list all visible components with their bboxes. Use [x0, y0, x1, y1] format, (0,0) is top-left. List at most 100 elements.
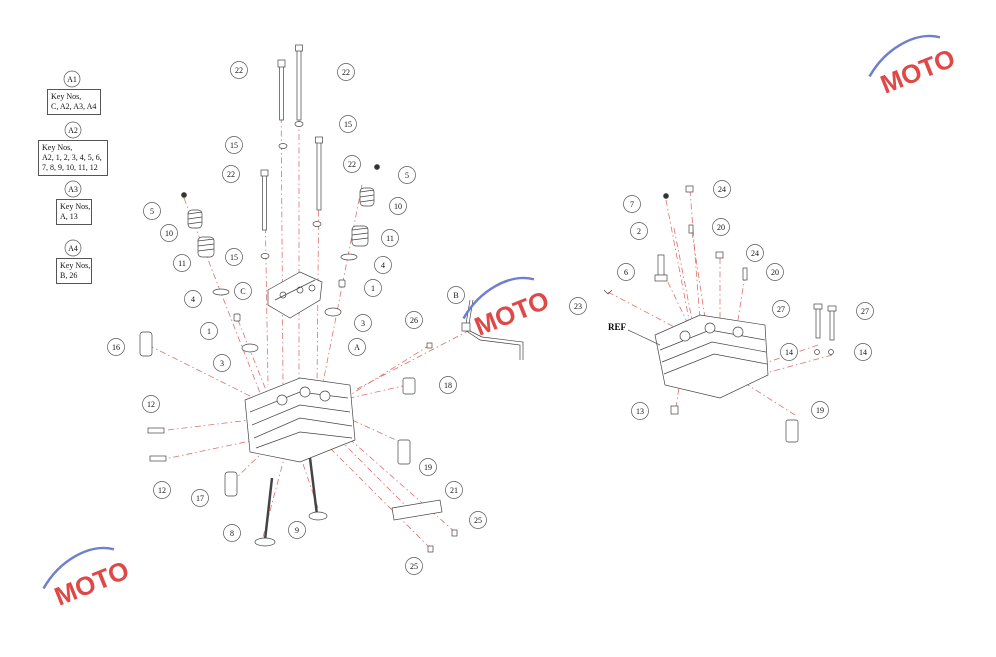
right-callout-circle: [623, 195, 641, 213]
right-callout-label: 19: [816, 406, 824, 415]
watermark-logo: MOTO: [462, 276, 553, 342]
right-callout-circle: [811, 401, 829, 419]
left-callout-circle: [439, 376, 457, 394]
watermark-text: MOTO: [470, 285, 553, 342]
left-callout-circle: [143, 202, 161, 220]
key-group-a3-line: Key Nos,: [60, 202, 91, 211]
ref-leader: [627, 329, 661, 346]
left-callout-circle: [191, 489, 209, 507]
left-callout-circle: [184, 290, 202, 308]
right-assembly-parts: [603, 185, 837, 443]
left-callout-circle: [142, 395, 160, 413]
key-group-a1-id: A1: [67, 75, 77, 84]
left-callout-label: 21: [450, 486, 458, 495]
key-group-a3-circle: A3: [64, 180, 82, 198]
key-group-a3-line: A, 13: [60, 212, 78, 221]
right-callout-label: 27: [861, 307, 869, 316]
valve-part: [308, 457, 328, 521]
left-callout-circle: [213, 354, 231, 372]
left-callout-circle: [173, 254, 191, 272]
left-callout-label: 9: [295, 526, 299, 535]
left-callout-label: A: [354, 343, 360, 352]
left-callout-circle: [200, 322, 218, 340]
left-callout-circle: [339, 115, 357, 133]
ref-label: REF: [608, 322, 627, 332]
key-group-a4-circle: A4: [64, 239, 82, 257]
bolt-part: [813, 303, 823, 339]
right-callout-label: 20: [717, 223, 725, 232]
valve-part: [254, 477, 276, 547]
left-callout-label: 10: [165, 229, 173, 238]
left-callout-label: B: [453, 291, 458, 300]
key-group-a4-line: Key Nos,: [60, 261, 91, 270]
key-group-a2-line: A2, 1, 2, 3, 4, 5, 6,: [42, 153, 102, 162]
left-callout-circle: [398, 166, 416, 184]
left-callout-label: 5: [150, 207, 154, 216]
right-callout-label: 7: [630, 200, 634, 209]
left-callout-circle: [354, 314, 372, 332]
left-callout-label: 22: [227, 170, 235, 179]
left-callout-label: 3: [361, 319, 365, 328]
left-callout-circle: [107, 338, 125, 356]
left-callout-circle: [381, 229, 399, 247]
left-callout-label: 16: [112, 343, 120, 352]
left-callout-circle: [469, 511, 487, 529]
key-group-a2-line: 7, 8, 9, 10, 11, 12: [42, 163, 98, 172]
left-callout-circle: [225, 248, 243, 266]
right-callout-circle: [712, 218, 730, 236]
key-group-a3-box: Key Nos, A, 13: [56, 199, 92, 225]
left-callout-label: 15: [344, 120, 352, 129]
left-callout-label: 8: [230, 529, 234, 538]
cylinder-bolt-part: [295, 44, 303, 121]
valve-spring-part: [359, 187, 375, 207]
left-callout-circle: [348, 338, 366, 356]
key-group-a4-line: B, 26: [60, 271, 78, 280]
left-callout-label: 1: [371, 284, 375, 293]
left-callout-label: 10: [394, 202, 402, 211]
key-group-a2-line: Key Nos,: [42, 143, 73, 152]
right-callout-circle: [617, 263, 635, 281]
cylinder-bolt-part: [260, 169, 269, 231]
right-callout-label: 27: [777, 305, 785, 314]
right-callout-label: 20: [771, 268, 779, 277]
right-callout-circle: [766, 263, 784, 281]
key-group-a1-line: C, A2, A3, A4: [51, 102, 97, 111]
left-callout-circle: [225, 136, 243, 154]
right-callout-label: 2: [637, 227, 641, 236]
watermark-text: MOTO: [876, 43, 959, 100]
left-callout-circle: [405, 557, 423, 575]
left-callout-label: 22: [235, 66, 243, 75]
cylinder-head-part: [244, 377, 356, 463]
left-callout-label: 25: [410, 562, 418, 571]
right-callout-circle: [631, 402, 649, 420]
cylinder-head-ref-part: [654, 314, 769, 399]
key-group-a3-id: A3: [68, 185, 78, 194]
watermark-text: MOTO: [50, 555, 133, 612]
key-group-a2-box: Key Nos, A2, 1, 2, 3, 4, 5, 6, 7, 8, 9, …: [38, 140, 108, 176]
left-callout-circle: [447, 286, 465, 304]
valve-spring-part: [197, 236, 215, 258]
left-callout-circle: [223, 524, 241, 542]
left-callout-circle: [337, 63, 355, 81]
left-callout-circle: [234, 282, 252, 300]
left-callout-label: 25: [474, 516, 482, 525]
valve-spring-part: [351, 225, 369, 247]
left-callout-circle: [374, 256, 392, 274]
right-callout-circle: [569, 297, 587, 315]
key-group-a4-box: Key Nos, B, 26: [56, 258, 92, 284]
right-callout-circle: [630, 222, 648, 240]
left-callout-circle: [222, 165, 240, 183]
left-callout-label: 22: [342, 68, 350, 77]
left-callout-label: 5: [405, 171, 409, 180]
left-callout-label: 4: [191, 295, 195, 304]
rocker-carrier-part: [267, 271, 323, 319]
watermark-logo: MOTO: [868, 34, 959, 100]
cylinder-bolt-part: [277, 59, 286, 121]
left-callout-circle: [160, 224, 178, 242]
left-callout-circle: [364, 279, 382, 297]
key-group-a1-circle: A1: [63, 70, 81, 88]
left-callout-circle: [445, 481, 463, 499]
left-callout-circle: [405, 311, 423, 329]
left-callout-label: 12: [147, 400, 155, 409]
